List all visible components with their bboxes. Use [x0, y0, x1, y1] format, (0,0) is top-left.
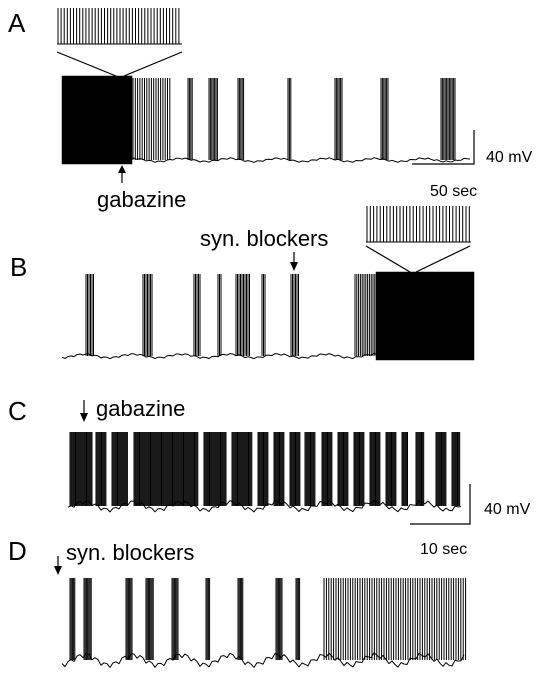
trace-b-burst-4	[235, 274, 250, 356]
arrow-b-head	[290, 262, 298, 271]
trace-a-burst-5	[380, 78, 389, 160]
trace-c-burst-15	[401, 432, 408, 506]
panel-letter-b: B	[10, 252, 27, 282]
trace-c-burst-8	[289, 432, 301, 506]
trace-c-burst-0	[69, 432, 93, 506]
panel-letter-c: C	[8, 396, 27, 426]
inset-a	[57, 8, 182, 45]
trace-c-burst-17	[435, 432, 447, 506]
inset-b-connector-right	[415, 245, 471, 273]
trace-c-burst-14	[385, 432, 397, 506]
trace-b-burst-3	[217, 274, 222, 356]
scale-bar-bottom-voltage: 40 mV	[484, 501, 531, 518]
trace-b-burst-0	[85, 274, 94, 356]
trace-b-dense-burst	[375, 271, 475, 361]
trace-c-burst-12	[353, 432, 365, 506]
trace-d-spikes-tonic	[323, 578, 467, 660]
trace-b-burst-5	[261, 274, 266, 356]
trace-c-burst-2	[111, 432, 128, 506]
annotation-c: gabazine	[96, 396, 185, 421]
trace-c	[67, 432, 462, 513]
panel-b: syn. blockers	[61, 206, 475, 361]
arrow-d-head	[54, 566, 62, 575]
trace-c-burst-6	[257, 432, 269, 506]
panel-d: syn. blockers	[54, 540, 467, 668]
trace-a-burst-6	[440, 78, 456, 160]
trace-c-burst-4	[203, 432, 227, 506]
scale-bar-bottom-time: 10 sec	[420, 541, 467, 558]
trace-c-burst-13	[369, 432, 381, 506]
arrow-a-head	[118, 165, 126, 173]
trace-c-burst-18	[451, 432, 461, 506]
scale-bar-top-voltage: 40 mV	[486, 149, 533, 166]
trace-b-spikes-onset	[354, 274, 376, 356]
trace-d-burst-0	[69, 578, 76, 660]
trace-c-burst-3	[133, 432, 199, 506]
trace-c-burst-16	[415, 432, 425, 506]
trace-c-burst-11	[337, 432, 349, 506]
trace-c-burst-1	[95, 432, 107, 506]
trace-d-burst-7	[275, 578, 283, 660]
inset-b-spikes	[366, 206, 470, 242]
trace-b-baseline	[61, 352, 474, 360]
trace-a-spikes-tail	[132, 78, 171, 160]
panel-c: gabazine 40 mV 10 sec	[67, 396, 531, 558]
inset-a-connector-left	[56, 51, 117, 77]
inset-a-connector-right	[123, 51, 183, 77]
trace-d	[61, 578, 467, 668]
trace-b	[61, 274, 474, 360]
trace-d-burst-2	[125, 578, 133, 660]
trace-a	[61, 78, 471, 163]
inset-b-connector-left	[365, 245, 411, 273]
trace-a-burst-3	[287, 78, 292, 160]
trace-a-burst-0	[187, 78, 193, 160]
trace-d-burst-8	[295, 578, 301, 660]
arrow-c-head	[80, 413, 88, 422]
trace-d-burst-5	[205, 578, 211, 660]
trace-a-burst-2	[237, 78, 245, 160]
trace-b-burst-2	[193, 274, 201, 356]
trace-c-burst-5	[231, 432, 253, 506]
trace-d-burst-6	[237, 578, 244, 660]
inset-a-spikes	[57, 8, 180, 44]
scale-bar-bottom	[410, 484, 471, 525]
trace-c-burst-10	[321, 432, 333, 506]
trace-b-burst-1	[142, 274, 153, 356]
trace-c-burst-9	[304, 432, 316, 506]
trace-b-burst-6	[290, 274, 299, 356]
panel-letter-a: A	[8, 8, 26, 38]
panel-a: gabazine 40 mV 50 sec	[56, 8, 533, 212]
scale-bar-top	[412, 130, 475, 165]
annotation-b: syn. blockers	[200, 226, 328, 251]
trace-c-burst-7	[273, 432, 285, 506]
trace-a-baseline	[61, 157, 471, 163]
inset-b	[366, 206, 471, 243]
trace-a-burst-1	[208, 78, 218, 160]
scale-bar-top-time: 50 sec	[430, 183, 477, 200]
trace-a-dense-burst	[61, 75, 133, 165]
trace-d-burst-4	[171, 578, 179, 660]
trace-a-burst-4	[334, 78, 343, 160]
trace-d-burst-1	[83, 578, 92, 660]
panel-letter-d: D	[8, 536, 27, 566]
annotation-a: gabazine	[97, 187, 186, 212]
trace-d-burst-3	[145, 578, 154, 660]
trace-d-baseline	[61, 652, 465, 668]
annotation-d: syn. blockers	[66, 540, 194, 565]
